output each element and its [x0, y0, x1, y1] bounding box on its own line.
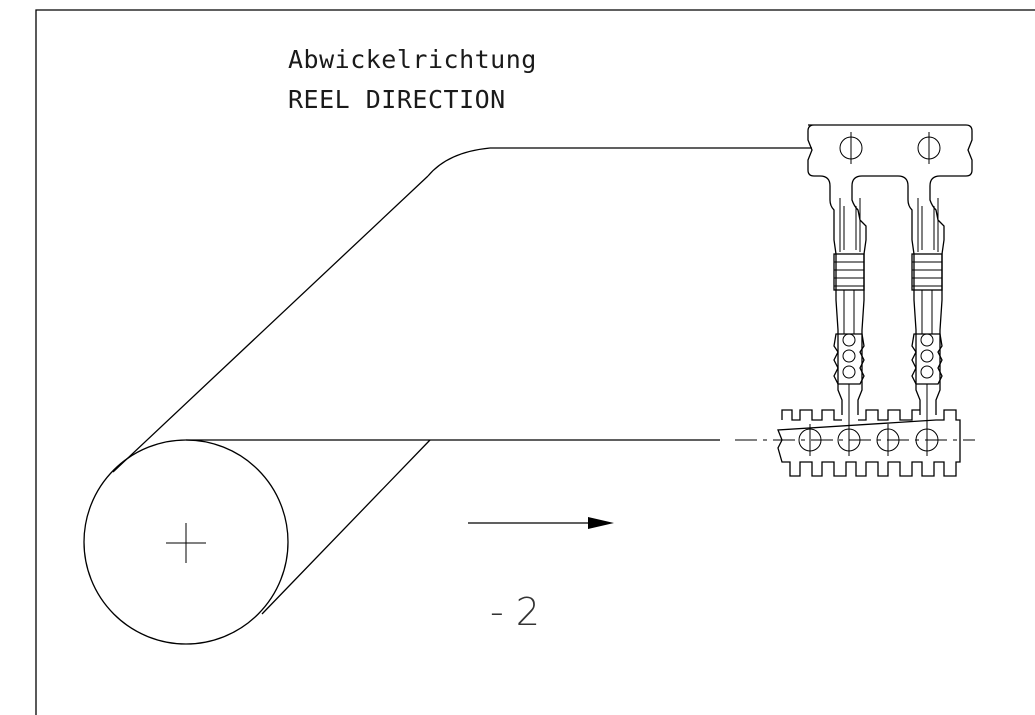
terminal-contact [907, 190, 945, 430]
arrow-right-icon [468, 517, 614, 529]
terminal-contact [829, 190, 867, 430]
drawing-frame [35, 9, 1035, 715]
strip-path [112, 147, 975, 615]
label-direction-de: Abwickelrichtung [288, 45, 537, 74]
label-direction-en: REEL DIRECTION [288, 85, 506, 114]
terminal-strip [777, 124, 973, 477]
plus-crosshair-icon [166, 523, 206, 563]
label-pitch: - 2 [490, 590, 540, 634]
